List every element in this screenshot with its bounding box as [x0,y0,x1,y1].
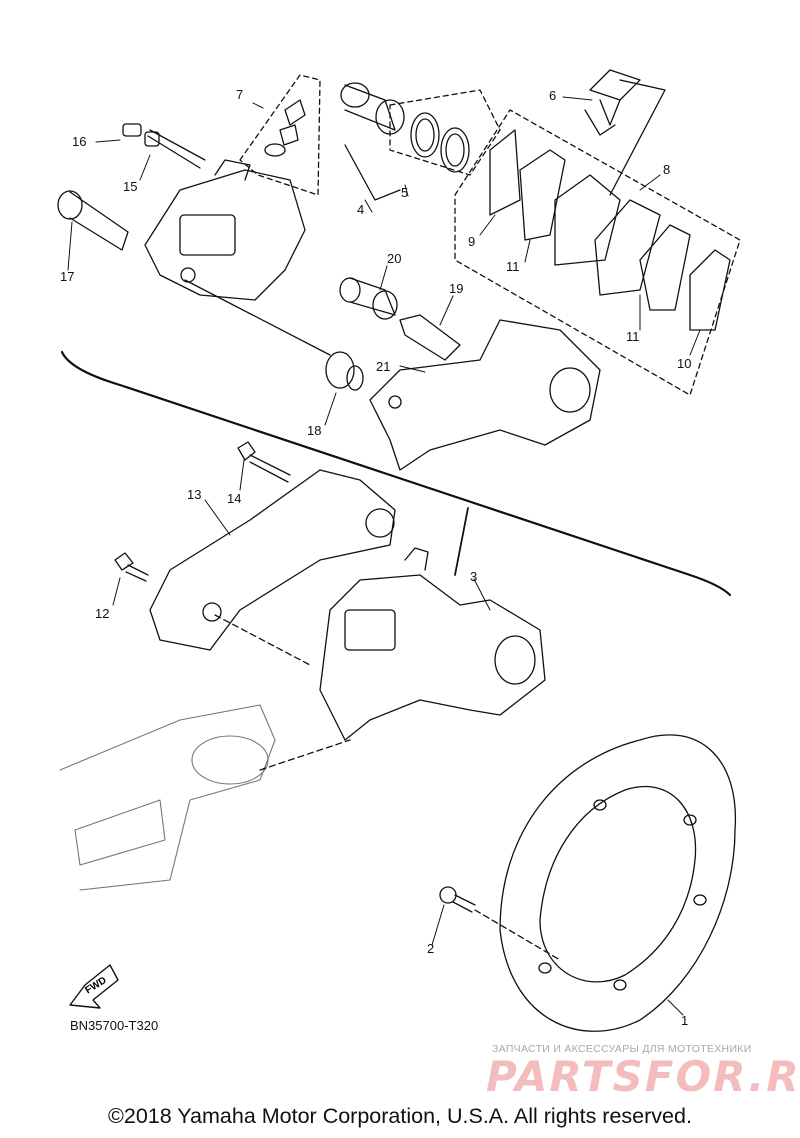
boot-part-15 [325,351,364,391]
slide-pin-part-14 [57,190,129,251]
pin-plug-part-13 [122,123,142,137]
callout-21: 14 [227,491,242,506]
piston-part-4 [340,82,405,135]
leader-caliper-to-bracket [184,279,331,356]
caliper-assembly-part-3 [319,547,546,741]
copyright-notice: ©2018 Yamaha Motor Corporation, U.S.A. A… [108,1104,692,1128]
section-bracket [60,350,732,597]
group-7-box [239,74,321,196]
bracket-pin-part-16 [399,314,461,361]
pad-shim-part-10 [689,249,731,331]
disc-bolt-part-2 [439,886,476,913]
callout-4: 4 [357,202,365,217]
callout-11-left: 11 [506,259,520,274]
callout-6: 6 [549,88,557,103]
pad-spring-part-6 [584,69,641,136]
pad-pin-part-12 [144,129,206,169]
seals-part-5 [410,112,470,173]
callout-18: 21 [376,359,391,374]
group-8-box [454,109,741,396]
brake-pad-part-11-left-b [554,174,621,266]
brake-pad-part-11-right-b [639,224,691,311]
caliper-arm-part-19 [149,469,396,651]
bolt-part-21 [237,441,291,483]
callout-9: 9 [468,234,476,249]
brake-pad-part-11-right [594,199,661,296]
callout-15: 18 [307,423,322,438]
callout-leaders [67,96,701,1016]
callout-5: 5 [401,185,409,200]
brake-disc-part-1 [499,734,737,1032]
callout-3: 3 [470,569,478,584]
brake-pad-part-11-left [519,149,566,241]
leader-arm-to-caliper [214,614,311,666]
caliper-bracket-upper [369,319,601,471]
watermark-tagline: ЗАПЧАСТИ И АКСЕССУАРЫ ДЛЯ МОТОТЕХНИКИ [492,1043,752,1055]
group-5-box [389,89,501,176]
leader-swingarm-to-caliper [259,739,351,771]
group-6-leader [609,79,666,196]
pad-shim-part-9 [489,129,521,216]
caliper-body-upper [144,159,306,301]
callout-2: 2 [427,941,435,956]
callout-7: 7 [236,87,244,102]
callout-19: 13 [187,487,202,502]
callout-17: 20 [387,251,402,266]
leader-part-4 [344,144,401,201]
callout-16: 19 [449,281,464,296]
bleed-screw-part-7 [264,99,306,157]
callout-20: 12 [95,606,110,621]
fwd-label: FWD [83,975,108,996]
boot-part-17 [339,277,398,320]
callout-13: 16 [72,134,87,149]
fwd-arrow-icon [69,964,119,1009]
watermark-brand: PARTSFOR.RU [486,1052,800,1101]
section-bracket-tick [454,507,469,576]
callout-8: 8 [663,162,671,177]
callout-14: 17 [60,269,75,284]
bolt-part-20 [114,552,149,582]
callout-10: 10 [677,356,692,371]
callout-1: 1 [681,1013,689,1028]
callout-11-right: 11 [626,329,640,344]
drawing-code: BN35700-T320 [70,1018,159,1033]
callout-12: 15 [123,179,138,194]
swingarm-outline [59,704,276,891]
leader-bolt-to-disc [474,909,561,961]
